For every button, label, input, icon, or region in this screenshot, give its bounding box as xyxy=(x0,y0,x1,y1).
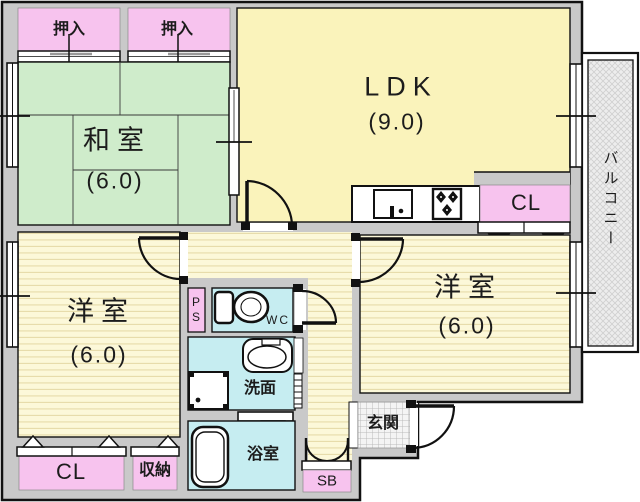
pipe-space xyxy=(187,287,206,333)
tatami-grid xyxy=(18,62,230,225)
cl-bottom-label: CL xyxy=(55,459,87,484)
bathtub-icon xyxy=(190,425,230,489)
washitsu-size: (6.0) xyxy=(86,167,144,194)
hallway xyxy=(188,232,352,278)
stove-icon xyxy=(431,187,463,221)
shoe-box-label: SB xyxy=(316,472,338,490)
sliding-partition-icon xyxy=(216,87,252,196)
western-room-right xyxy=(359,234,571,394)
ldk-size: (9.0) xyxy=(368,108,426,135)
washing-machine-icon xyxy=(188,371,229,410)
shuno-label: 収納 xyxy=(138,462,172,479)
bathroom-label: 浴室 xyxy=(246,446,280,463)
western-left-label: 洋室 xyxy=(67,296,135,327)
entrance-step xyxy=(348,401,359,449)
pipe-space-label: PS xyxy=(189,295,203,325)
western-left-size: (6.0) xyxy=(70,341,128,368)
window-icon xyxy=(0,62,596,348)
entrance-area xyxy=(348,401,411,449)
entrance-label: 玄関 xyxy=(366,415,400,432)
western-room-left xyxy=(17,231,181,438)
sliding-door-marker xyxy=(16,434,127,457)
oshiire-right-label: 押入 xyxy=(160,21,194,38)
oshiire-left-label: 押入 xyxy=(52,21,86,38)
door-swing-icon xyxy=(137,179,456,453)
washroom-label: 洗面 xyxy=(243,380,277,397)
oshiire-closets xyxy=(17,7,231,74)
western-right-label: 洋室 xyxy=(434,272,502,303)
toilet-icon xyxy=(213,290,270,325)
wc-label: WC xyxy=(266,313,290,327)
towel-rail-icon xyxy=(293,337,304,409)
washitsu-room xyxy=(17,61,231,226)
ldk-label: LDK xyxy=(364,71,438,102)
entrance-tile xyxy=(357,401,411,449)
cl-bottom-closet xyxy=(16,434,127,491)
shuno-closet xyxy=(130,434,180,491)
kitchen-sink-icon xyxy=(373,189,413,219)
washbasin-icon xyxy=(242,338,293,373)
cl-top-label: CL xyxy=(510,190,542,215)
western-right-size: (6.0) xyxy=(438,312,496,339)
hallway xyxy=(308,278,352,462)
washitsu-label: 和室 xyxy=(83,125,151,156)
threshold xyxy=(301,460,352,471)
kitchen-counter xyxy=(351,185,481,223)
shoe-box xyxy=(301,438,352,493)
balcony-area xyxy=(580,51,640,354)
balcony-label: バルコニー xyxy=(601,150,619,250)
